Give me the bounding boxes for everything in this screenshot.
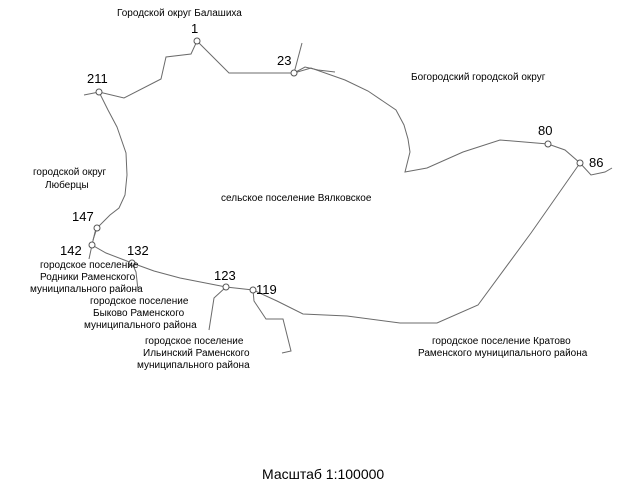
point-119 — [249, 286, 257, 294]
point-label-23: 23 — [277, 53, 291, 68]
region-bogorodsky: Богородский городской округ — [411, 72, 546, 83]
region-rodniki-line3: муниципального района — [30, 284, 143, 295]
point-211 — [95, 88, 103, 96]
point-label-142: 142 — [60, 243, 82, 258]
region-ilyinsky-line2: Ильинский Раменского — [143, 348, 250, 359]
point-1 — [193, 37, 201, 45]
bogorodsky-boundary — [293, 66, 336, 74]
region-lyubertsy-line1: городской округ — [33, 167, 107, 178]
point-label-1: 1 — [191, 21, 198, 36]
point-23 — [290, 69, 298, 77]
point-label-119: 119 — [256, 282, 277, 297]
region-bykovo-line2: Быково Раменского — [93, 308, 185, 319]
point-label-80: 80 — [538, 123, 552, 138]
region-rodniki-line2: Родники Раменского — [40, 272, 136, 283]
region-bykovo-line1: городское поселение — [90, 296, 189, 307]
region-kratovo-line1: городское поселение Кратово — [432, 336, 571, 347]
region-ilyinsky-line1: городское поселение — [145, 336, 244, 347]
point-123 — [222, 283, 230, 291]
region-lyubertsy-line2: Люберцы — [45, 179, 89, 191]
point-142 — [88, 241, 96, 249]
point-label-132: 132 — [127, 243, 149, 258]
point-147 — [93, 224, 101, 232]
region-bykovo-line3: муниципального района — [84, 320, 197, 331]
region-balashikha: Городской округ Балашиха — [117, 8, 242, 19]
east-boundary — [579, 162, 613, 176]
point-label-123: 123 — [214, 268, 236, 283]
point-label-86: 86 — [589, 155, 603, 170]
scale-label: Масштаб 1:100000 — [262, 466, 384, 482]
region-kratovo-line2: Раменского муниципального района — [418, 348, 588, 359]
point-86 — [576, 159, 584, 167]
region-ilyinsky-line3: муниципального района — [137, 360, 250, 371]
point-132 — [128, 259, 136, 267]
region-vyalkovskoe: сельское поселение Вялковское — [221, 193, 372, 204]
point-label-211: 211 — [87, 71, 108, 86]
bykovo-boundary — [208, 286, 227, 331]
vyalkovskoe-boundary — [91, 40, 581, 324]
balashikha-boundary — [293, 42, 303, 74]
point-80 — [544, 140, 552, 148]
region-rodniki-line1: городское поселение — [40, 260, 139, 271]
ilyinsky-boundary — [252, 289, 292, 354]
point-label-147: 147 — [72, 209, 94, 224]
